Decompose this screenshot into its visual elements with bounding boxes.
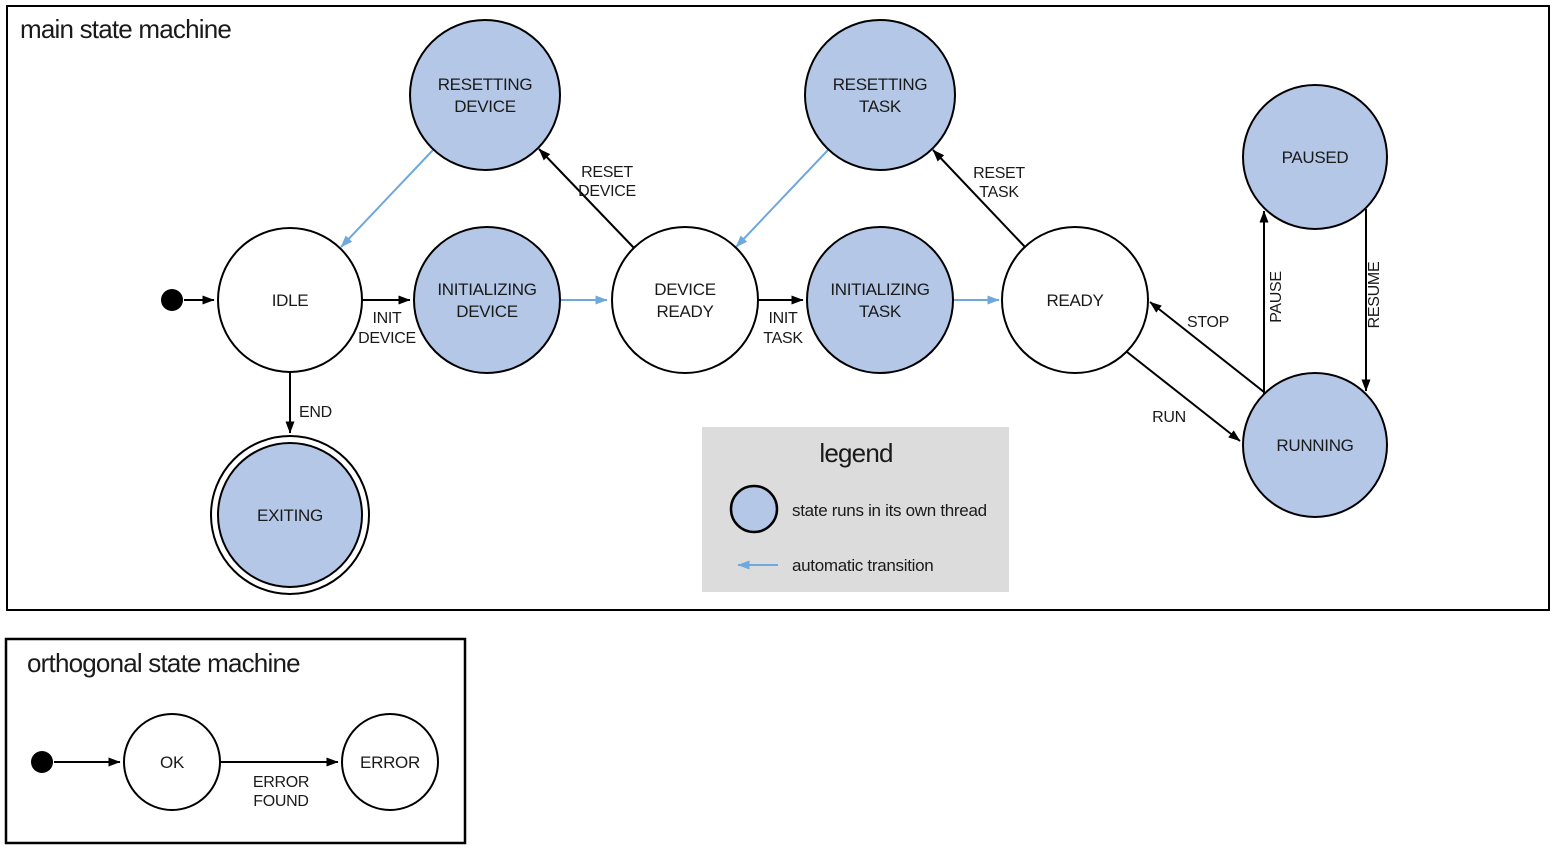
label-error-found-line2: FOUND: [253, 793, 308, 810]
initial-state-dot: [161, 289, 183, 311]
state-device-ready-label-line2: READY: [656, 302, 713, 321]
label-init-device-line2: DEVICE: [358, 330, 416, 347]
legend-title: legend: [819, 438, 892, 468]
state-initializing-task: [806, 226, 954, 374]
legend-thread-state-icon: [729, 484, 779, 534]
label-error-found-line1: ERROR: [253, 774, 309, 791]
legend-thread-note: state runs in its own thread: [792, 501, 987, 520]
label-stop: STOP: [1187, 314, 1229, 331]
state-exiting: [217, 442, 363, 588]
state-initializing-task-label-line2: TASK: [859, 302, 902, 321]
state-device-ready-label-line1: DEVICE: [654, 280, 716, 299]
state-resetting-task-label-line1: RESETTING: [833, 75, 928, 94]
label-init-device-line1: INIT: [372, 310, 402, 327]
edge-running-to-ready: [1149, 301, 1265, 393]
label-init-task-line1: INIT: [768, 310, 798, 327]
edge-auto-resetting-device-to-idle: [340, 149, 434, 248]
legend-auto-note: automatic transition: [792, 556, 933, 575]
state-initializing-device: [413, 226, 561, 374]
state-ok-label: OK: [160, 753, 185, 772]
state-idle: [217, 227, 363, 373]
orthogonal-machine-title: orthogonal state machine: [27, 648, 300, 678]
label-reset-device-line2: DEVICE: [578, 183, 636, 200]
state-resetting-device: [409, 19, 561, 171]
label-reset-task-line2: TASK: [979, 184, 1019, 201]
state-paused-label: PAUSED: [1282, 148, 1349, 167]
state-running: [1242, 372, 1388, 518]
state-device-ready: [611, 226, 759, 374]
label-pause: PAUSE: [1268, 271, 1285, 323]
state-paused: [1242, 84, 1388, 230]
label-run: RUN: [1152, 409, 1186, 426]
state-ready-label: READY: [1046, 291, 1103, 310]
state-initializing-device-label-line2: DEVICE: [456, 302, 518, 321]
state-ready: [1001, 226, 1149, 374]
state-exiting-label: EXITING: [257, 506, 323, 525]
main-machine-title: main state machine: [20, 14, 231, 44]
state-running-label: RUNNING: [1276, 436, 1353, 455]
label-reset-device-line1: RESET: [581, 164, 633, 181]
label-resume: RESUME: [1366, 262, 1383, 329]
orthogonal-initial-state-dot: [31, 751, 53, 773]
label-init-task-line2: TASK: [763, 330, 803, 347]
state-initializing-device-label-line1: INITIALIZING: [437, 280, 536, 299]
edge-ready-to-running: [1126, 351, 1241, 442]
label-end: END: [299, 404, 332, 421]
state-error: [341, 713, 439, 811]
edge-auto-resetting-task-to-device-ready: [735, 149, 829, 248]
state-idle-label: IDLE: [272, 291, 309, 310]
state-resetting-device-label-line2: DEVICE: [454, 97, 516, 116]
state-resetting-task-label-line2: TASK: [859, 97, 902, 116]
orthogonal-machine-frame: [4, 637, 467, 845]
label-reset-task-line1: RESET: [973, 165, 1025, 182]
state-resetting-device-label-line1: RESETTING: [438, 75, 533, 94]
main-machine-frame: [6, 5, 1550, 611]
edge-ready-to-resetting-task: [932, 149, 1026, 248]
state-resetting-task: [804, 19, 956, 171]
edge-device-ready-to-resetting-device: [538, 148, 635, 249]
state-error-label: ERROR: [360, 753, 420, 772]
state-initializing-task-label-line1: INITIALIZING: [830, 280, 929, 299]
